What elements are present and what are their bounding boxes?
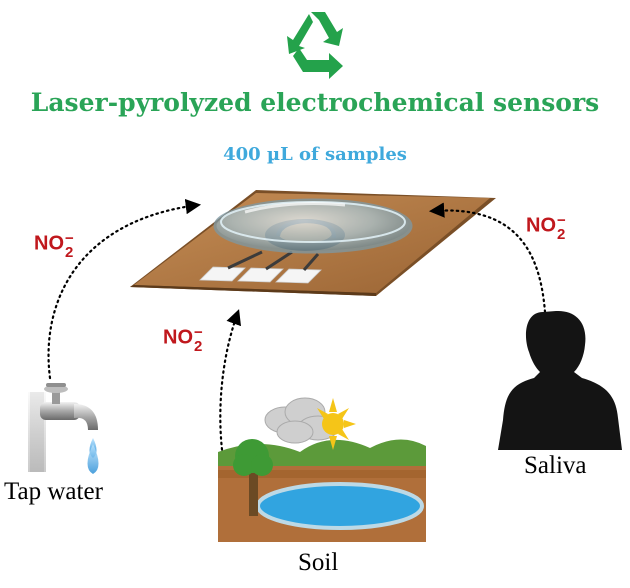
sensor-chip — [130, 190, 496, 296]
recycle-icon — [287, 12, 343, 79]
landscape-icon — [218, 397, 426, 542]
saliva-label: Saliva — [524, 452, 587, 479]
person-silhouette-icon — [498, 310, 622, 450]
nitrite-label-soil: NO−2 — [163, 324, 203, 355]
faucet-icon — [28, 383, 99, 474]
arrow-tap-water — [47, 198, 202, 380]
pond — [256, 482, 424, 530]
nitrite-label-tap-water: NO−2 — [34, 230, 74, 261]
tap-water-label: Tap water — [4, 478, 103, 505]
soil-label: Soil — [298, 549, 339, 576]
nitrite-label-saliva: NO−2 — [526, 212, 566, 243]
contact-pad — [275, 268, 322, 284]
contact-pad — [199, 266, 246, 282]
contact-pad — [237, 267, 284, 283]
figure-title: Laser-pyrolyzed electrochemical sensors — [30, 88, 600, 117]
arrow-saliva — [428, 202, 547, 314]
sample-volume-label: 400 µL of samples — [223, 144, 407, 165]
